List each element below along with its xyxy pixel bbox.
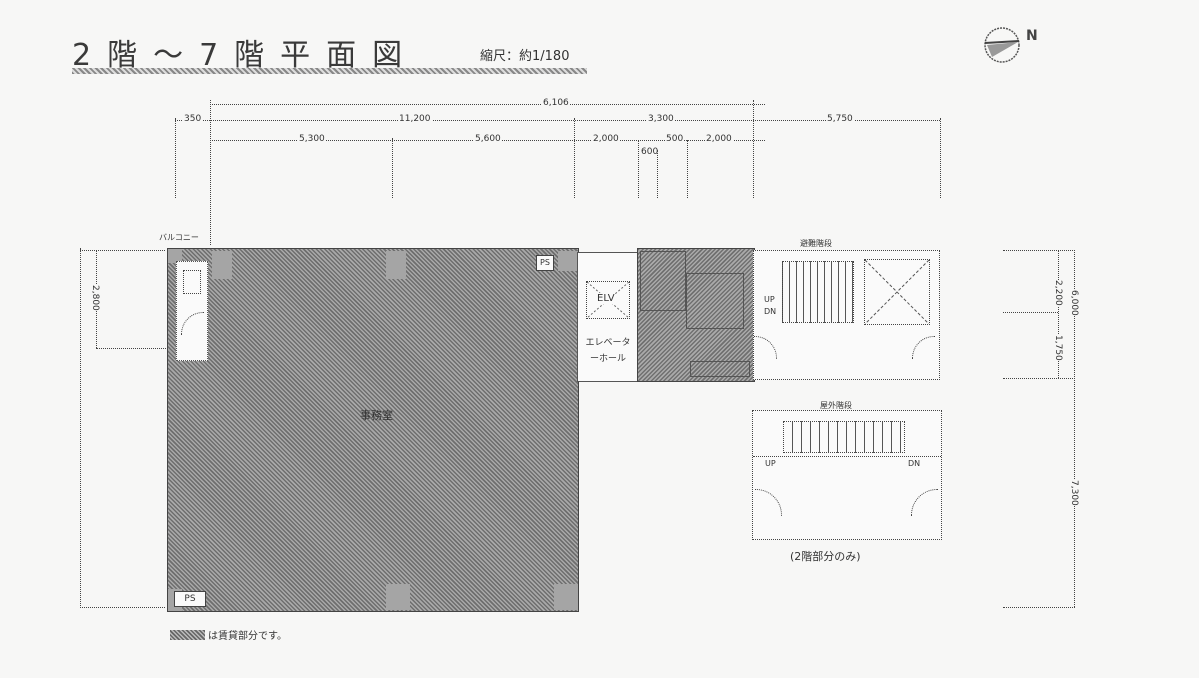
dim-500: 500 [665,134,685,144]
dim-overall: 6,106 [542,98,570,108]
dim-right-7300: 7,300 [1068,480,1080,506]
door-swing-icon [755,489,782,516]
dim-5750: 5,750 [826,114,854,124]
dim-right-6000: 6,000 [1068,290,1080,316]
dim-350: 350 [183,114,203,124]
ext-stair-title: 屋外階段 [820,401,852,410]
office-label: 事務室 [360,409,393,422]
dim-5300: 5,300 [298,134,326,144]
core-room [640,251,686,311]
title-underline [72,68,587,74]
ev-hall-label: エレベーターホール [585,338,631,364]
door-swing-icon [754,336,777,359]
column [168,249,182,263]
office-area: PS PS 事務室 [167,248,579,612]
column [212,251,232,279]
sink-icon [183,270,201,294]
stair-treads [782,261,854,323]
ext-stair-dn-label: DN [908,459,921,468]
legend-swatch [170,630,205,640]
dim-right-1750: 1,750 [1052,335,1064,361]
door-swing-icon [911,489,938,516]
elevator-hall: ELV エレベーターホール [577,252,639,382]
core-room [686,273,744,329]
column [386,251,406,279]
washroom [176,261,208,361]
stair-treads [783,421,905,453]
stair-dn-label: DN [764,307,777,316]
scale-label: 縮尺：約1/180 [480,49,570,64]
ps-top: PS [536,255,554,271]
dim-left-upper: 2,800 [89,285,101,311]
ext-stair-up-label: UP [765,459,776,468]
stair-core-title: 避難階段 [800,239,832,248]
dim-2000-b: 2,000 [705,134,733,144]
dim-5600: 5,600 [474,134,502,144]
column [558,251,578,271]
stair-core: UP DN [753,250,940,380]
elevator-label: ELV [597,293,615,304]
dim-right-2200: 2,200 [1052,280,1064,306]
column [554,584,578,610]
ext-stair-note: (2階部分のみ) [790,550,861,563]
north-label: N [1026,28,1038,44]
dim-600: 600 [640,147,660,157]
north-arrow-icon [982,25,1022,65]
ps-bottom: PS [174,591,206,607]
dim-2000-a: 2,000 [592,134,620,144]
legend-text: は賃貸部分です。 [208,631,287,642]
external-stair: UP DN [752,410,942,540]
core-room [690,361,750,377]
dim-3300: 3,300 [647,114,675,124]
dim-11200: 11,200 [398,114,432,124]
column [386,584,410,610]
core-area [637,248,755,382]
elevator: ELV [586,281,630,319]
shaft [864,259,930,325]
door-swing-icon [912,336,935,359]
stair-up-label: UP [764,295,775,304]
page-title: 2階～7階平面図 [72,38,419,73]
door-swing-icon [181,312,204,335]
balcony-label: バルコニー [158,232,200,243]
